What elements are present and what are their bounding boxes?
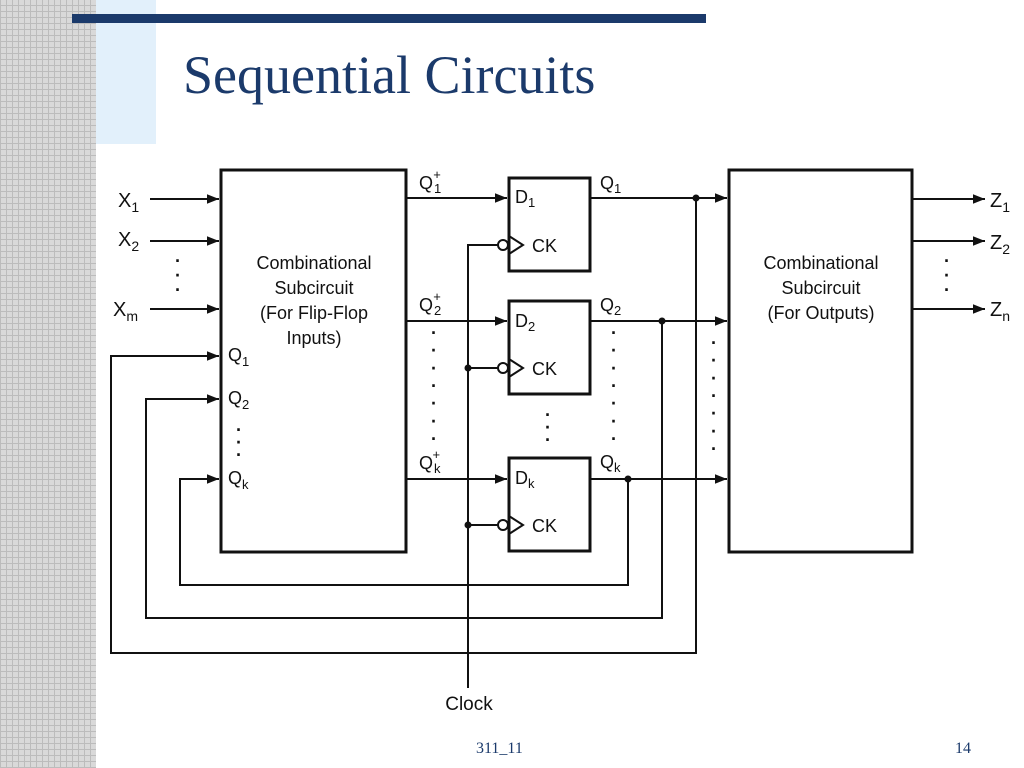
ellipsis-dot-2-4: ·: [431, 394, 437, 414]
ellipsis-dot-0-0: ·: [175, 251, 181, 271]
feedback-label-qk: Qk: [228, 468, 249, 492]
ellipsis-dot-4-5: ·: [611, 411, 617, 431]
ellipsis-dot-5-2: ·: [711, 368, 717, 388]
feedback-label-q1: Q1: [228, 345, 249, 369]
left-block-caption: Combinational Subcircuit (For Flip-Flop …: [256, 253, 371, 348]
flip-flop-k: [507, 456, 592, 553]
ellipsis-dot-5-3: ·: [711, 386, 717, 406]
slide-title: Sequential Circuits: [183, 45, 596, 105]
svg-text:Combinational: Combinational: [256, 253, 371, 273]
slide-footer-label: 311_11: [476, 740, 523, 757]
output-label-z1: Z1: [990, 190, 1010, 215]
ellipsis-dot-4-3: ·: [611, 376, 617, 396]
ellipsis-dot-1-2: ·: [236, 445, 242, 465]
ellipsis-dot-0-2: ·: [175, 280, 181, 300]
svg-text:(For Flip-Flop: (For Flip-Flop: [260, 303, 368, 323]
ellipsis-dot-1-0: ·: [236, 420, 242, 440]
ellipsis-dot-0-1: ·: [175, 266, 181, 286]
next-state-label-q1: Q1+: [419, 167, 441, 196]
ellipsis-dot-3-1: ·: [545, 418, 551, 438]
ff2-d-label: D2: [515, 311, 535, 334]
ellipsis-dot-5-6: ·: [711, 439, 717, 459]
ff1-q-label: Q1: [600, 173, 621, 196]
ellipsis-dot-4-2: ·: [611, 358, 617, 378]
ellipsis-dot-4-4: ·: [611, 394, 617, 414]
input-label-xm: Xm: [113, 299, 138, 324]
ellipsis-dot-3-0: ·: [545, 405, 551, 425]
ellipsis-dot-2-3: ·: [431, 376, 437, 396]
ellipsis-dot-5-1: ·: [711, 351, 717, 371]
connection-wires: [110, 193, 985, 688]
feedback-label-q2: Q2: [228, 388, 249, 412]
svg-text:Subcircuit: Subcircuit: [274, 278, 353, 298]
ff2-ck-label: CK: [532, 359, 557, 379]
combinational-subcircuit-outputs: [727, 168, 914, 554]
ff1-d-label: D1: [515, 187, 535, 210]
ellipsis-dot-4-1: ·: [611, 341, 617, 361]
ellipsis-dot-2-2: ·: [431, 358, 437, 378]
ellipsis-dot-2-1: ·: [431, 341, 437, 361]
svg-text:Inputs): Inputs): [286, 328, 341, 348]
next-state-label-qk: Qk+: [419, 447, 441, 476]
ellipsis-dot-1-1: ·: [236, 433, 242, 453]
ellipsis-dot-5-5: ·: [711, 421, 717, 441]
combinational-subcircuit-ff-inputs: [219, 168, 408, 554]
svg-text:(For Outputs): (For Outputs): [767, 303, 874, 323]
slide-top-rule: [72, 14, 706, 23]
ellipsis-dot-5-0: ·: [711, 333, 717, 353]
slide-sidebar-texture: [0, 0, 96, 768]
ellipsis-dots: ·································: [175, 251, 950, 465]
clock-label: Clock: [445, 694, 493, 715]
ffk-d-label: Dk: [515, 468, 535, 491]
slide-accent-block: [96, 0, 156, 144]
ellipsis-dot-6-0: ·: [944, 251, 950, 271]
svg-text:Combinational: Combinational: [763, 253, 878, 273]
input-label-x1: X1: [118, 190, 139, 215]
output-label-zn: Zn: [990, 299, 1010, 324]
input-label-x2: X2: [118, 229, 139, 254]
flip-flop-1: [507, 176, 592, 273]
right-block-caption: Combinational Subcircuit (For Outputs): [763, 253, 878, 323]
ffk-q-label: Qk: [600, 452, 621, 475]
ellipsis-dot-3-2: ·: [545, 430, 551, 450]
output-label-z2: Z2: [990, 232, 1010, 257]
junction-dots: [464, 194, 700, 529]
ellipsis-dot-2-0: ·: [431, 323, 437, 343]
ellipsis-dot-2-5: ·: [431, 411, 437, 431]
ff1-ck-label: CK: [532, 236, 557, 256]
svg-text:Subcircuit: Subcircuit: [781, 278, 860, 298]
slide-page-number: 14: [955, 740, 971, 757]
ff2-q-label: Q2: [600, 295, 621, 318]
clock-edge-indicators: [497, 235, 525, 535]
ellipsis-dot-2-6: ·: [431, 429, 437, 449]
ellipsis-dot-4-0: ·: [611, 323, 617, 343]
ellipsis-dot-6-1: ·: [944, 266, 950, 286]
ffk-ck-label: CK: [532, 516, 557, 536]
next-state-label-q2: Q2+: [419, 289, 441, 318]
ellipsis-dot-4-6: ·: [611, 429, 617, 449]
ellipsis-dot-5-4: ·: [711, 404, 717, 424]
flip-flop-2: [507, 299, 592, 396]
ellipsis-dot-6-2: ·: [944, 280, 950, 300]
